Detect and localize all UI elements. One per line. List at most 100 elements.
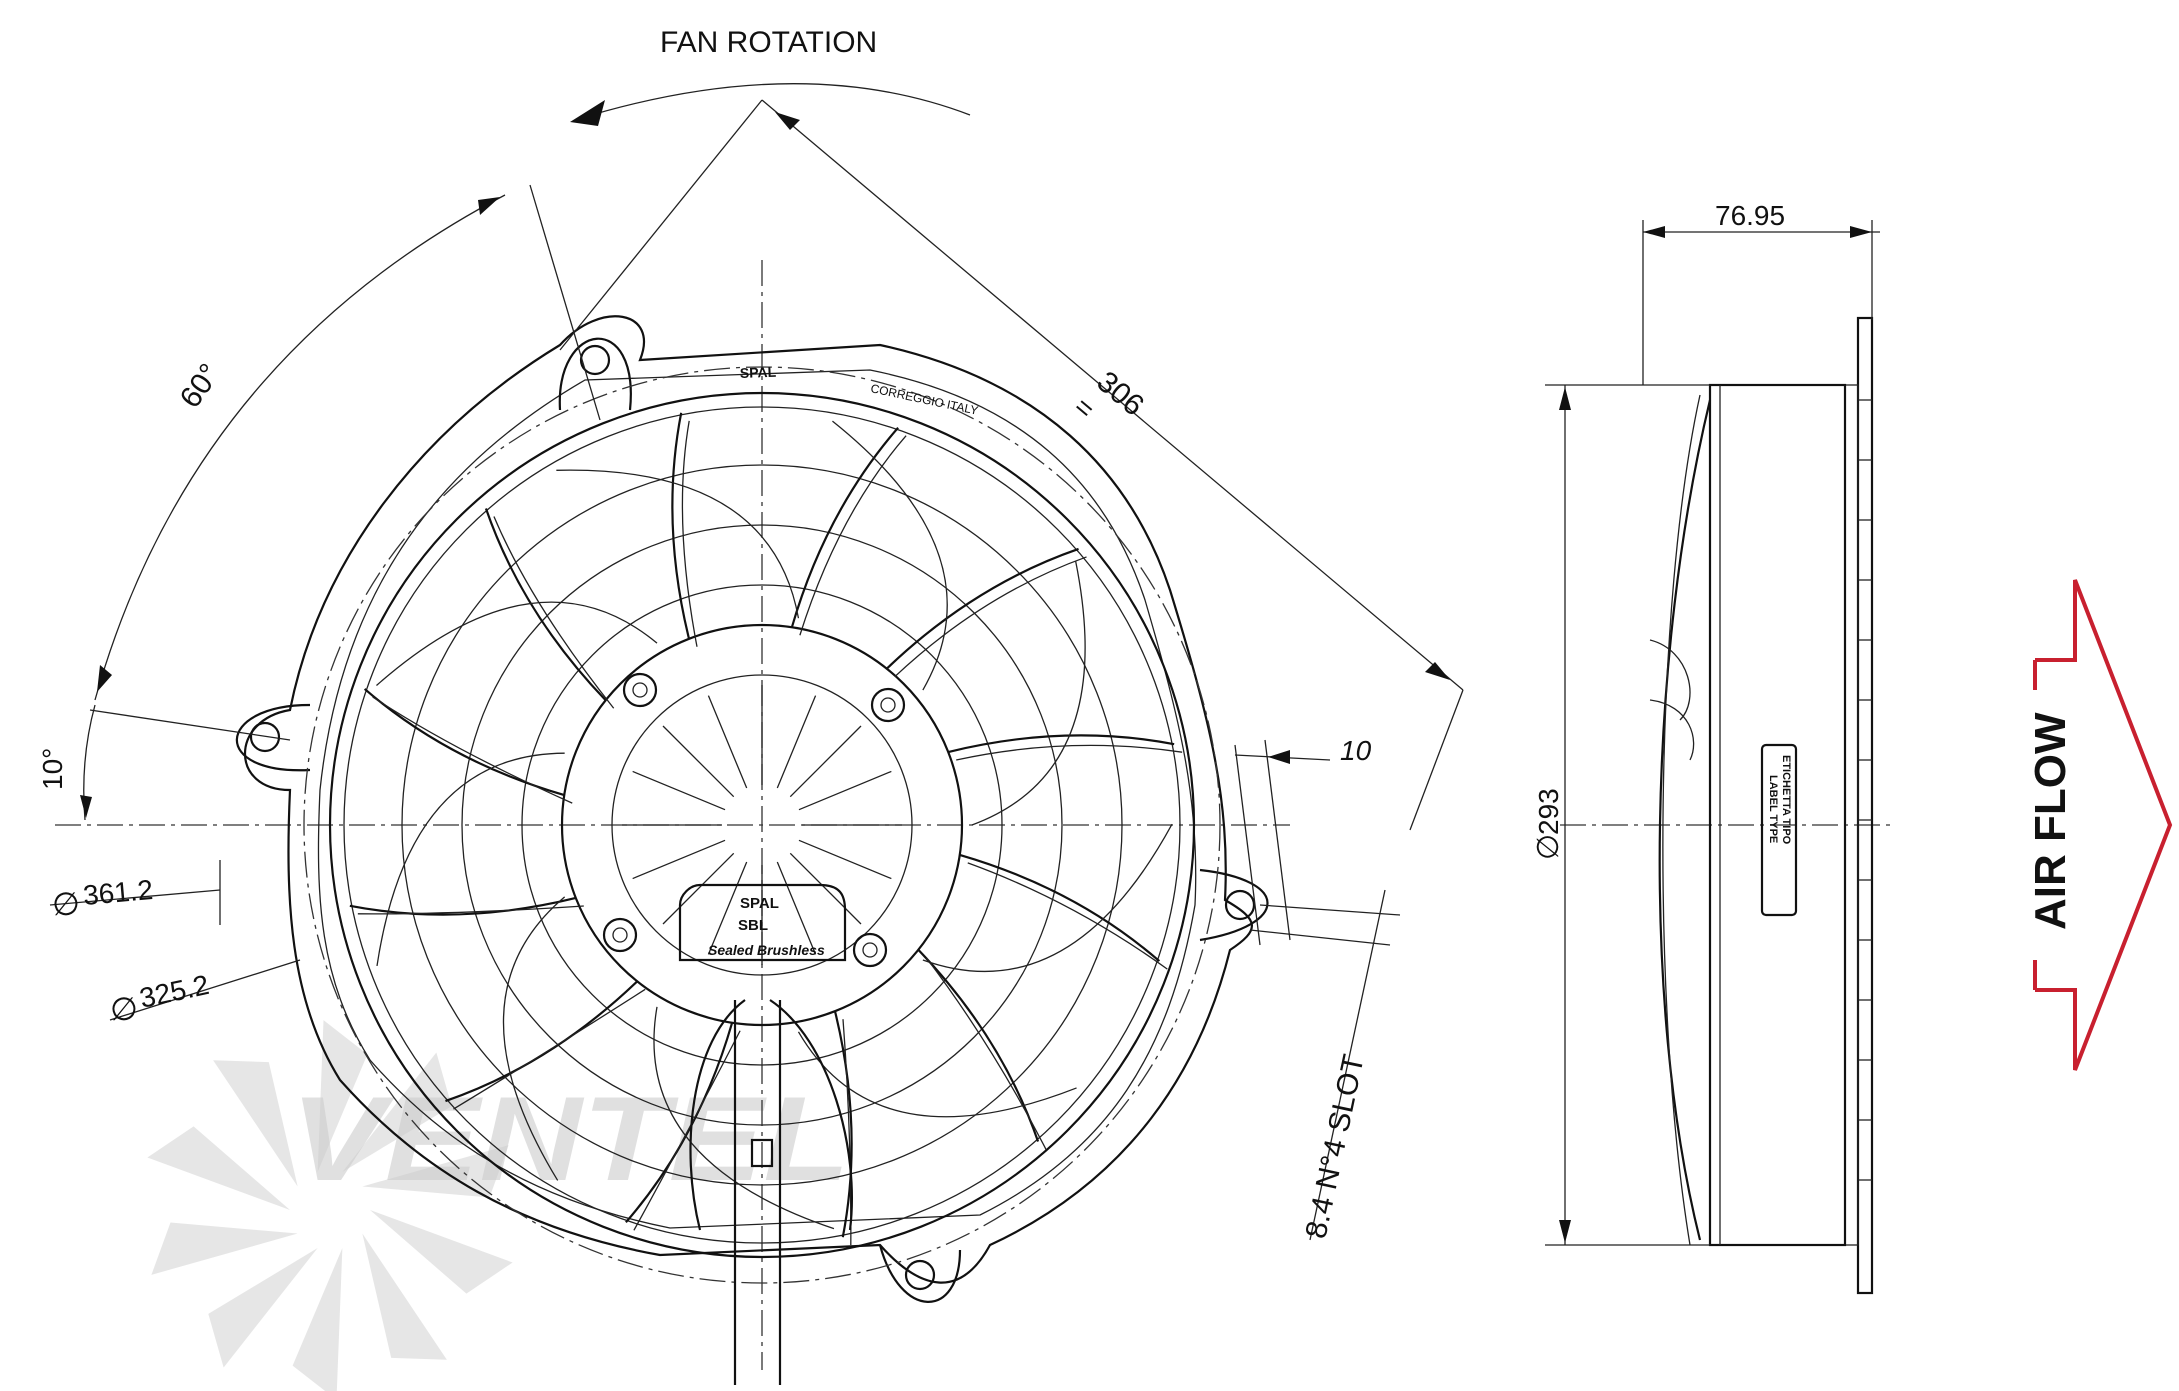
hub-rib: [662, 852, 735, 925]
grille-spoke-edge: [894, 556, 1087, 678]
label-type-en-text: LABEL TYPE: [1767, 775, 1779, 843]
grille-spoke-edge: [925, 957, 1047, 1150]
grille-spokes: [349, 412, 1183, 1246]
angle-10-label: 10°: [37, 748, 68, 790]
side-view: ETICHETTA TIPO LABEL TYPE: [1560, 316, 1890, 1295]
dim-7695-label: 76.95: [1715, 200, 1785, 231]
air-flow-label: AIR FLOW: [2026, 712, 2075, 930]
fan-blade: [832, 420, 948, 691]
watermark-blade: [362, 1233, 447, 1360]
watermark-blade: [213, 1060, 298, 1187]
slot-dimension: 8.4 N°4 SLOT: [1249, 889, 1401, 1242]
hub-rib: [707, 861, 748, 955]
watermark-blade: [292, 1248, 343, 1391]
dim-10-label: 10: [1340, 735, 1372, 766]
dim-306-label: 306: [1091, 365, 1151, 422]
mounting-lug-left: [235, 703, 311, 772]
watermark-blade: [370, 1210, 513, 1294]
watermark-blade: [151, 1222, 298, 1275]
label-type-it-text: ETICHETTA TIPO: [1780, 755, 1792, 845]
dimension-10: 10: [1234, 735, 1372, 946]
fan-blade: [971, 560, 1086, 826]
grille-spoke-edge: [799, 435, 907, 636]
hub-rib: [707, 695, 748, 789]
hub-rib: [776, 695, 817, 789]
dia-361-circle: [303, 366, 1221, 1284]
diameter-symbol-icon: ∅: [110, 991, 138, 1027]
fan-rotation-label: FAN ROTATION: [660, 26, 877, 59]
diameter-293-dimension: ∅ 293: [1532, 384, 1710, 1246]
ring-outer: [328, 391, 1196, 1259]
side-blade-profile: [1658, 399, 1712, 1241]
ring-mid-1: [401, 464, 1123, 1186]
watermark-blade: [342, 1052, 452, 1172]
dimension-7695: 76.95: [1642, 200, 1880, 385]
grille-spoke-edge: [967, 862, 1168, 970]
hub-brand-text: SPAL: [740, 895, 779, 912]
grille-spoke: [349, 896, 577, 916]
grille-spoke: [947, 734, 1175, 754]
fan-blade: [502, 896, 566, 1181]
dia-325-label: 325.2: [137, 969, 212, 1014]
fan-blade: [653, 1006, 835, 1230]
grille-spoke-edge: [956, 744, 1183, 761]
side-label-plate: [1760, 743, 1798, 917]
screw-icon: [602, 672, 906, 968]
hub-rib: [632, 770, 726, 811]
ring-mid-2: [461, 524, 1063, 1126]
shroud-inner-outline: [317, 369, 1197, 1229]
hub-rib: [776, 861, 817, 955]
cable-clip: [750, 1138, 774, 1168]
hub-rib: [662, 725, 735, 798]
hub-ring: [560, 623, 964, 1027]
hub-rib: [789, 852, 862, 925]
grille-spoke-edge: [453, 988, 646, 1110]
shroud-brand-text: SPAL: [740, 364, 777, 381]
mounting-lug-right: [1199, 868, 1269, 942]
grille-spoke: [484, 508, 607, 702]
hub-code-text: SBL: [738, 917, 768, 934]
ring-mid-3: [521, 584, 1003, 1066]
angle-60-label: 60°: [174, 358, 227, 414]
grille-spoke: [885, 547, 1079, 670]
hub-label-plate: [678, 883, 847, 962]
fan-blade: [556, 469, 800, 619]
diameter-symbol-icon: ∅: [52, 886, 80, 922]
dia-361-label: 361.2: [82, 874, 155, 911]
watermark-blade: [362, 1145, 509, 1198]
mounting-lug-top: [558, 337, 632, 411]
hub-inner-ring: [611, 674, 913, 976]
front-view: SPAL SBL Sealed Brushless SPAL CORREGGIO…: [55, 260, 1290, 1385]
hub-rib: [798, 839, 892, 880]
airflow-arrow-icon: [2033, 579, 2173, 1071]
side-flange: [1856, 316, 1874, 1295]
watermark-fan-icon: [147, 1020, 513, 1391]
grille-spoke: [445, 980, 639, 1103]
dia-293-label: 293: [1533, 788, 1564, 835]
rotation-indicator: FAN ROTATION: [570, 26, 971, 126]
dimension-306: 306 =: [559, 99, 1464, 831]
watermark-blade: [147, 1126, 290, 1210]
rotation-arrow-icon: [570, 100, 605, 126]
watermark-blade: [208, 1248, 318, 1368]
grille-spoke: [625, 1022, 734, 1224]
grille-spoke: [790, 426, 899, 628]
hub-rib: [632, 839, 726, 880]
grille-spoke: [833, 1010, 853, 1238]
watermark-blade: [317, 1020, 368, 1172]
fan-blade: [922, 823, 1173, 973]
side-flange-step: [1844, 384, 1859, 1246]
grille-spoke-edge: [633, 1030, 741, 1231]
hub-rib: [798, 770, 892, 811]
slot-label: 8.4 N°4 SLOT: [1300, 1052, 1371, 1242]
fan-blade: [376, 601, 658, 686]
cable-channel: [689, 999, 853, 1385]
grille-spoke-edge: [681, 420, 698, 647]
grille-spoke: [363, 688, 565, 797]
ring-outer-inner: [343, 406, 1181, 1244]
sealed-brushless-text: Sealed Brushless: [708, 942, 825, 958]
side-body: [1708, 383, 1847, 1247]
mounting-lug-bottom: [878, 1244, 962, 1303]
grille-spoke-edge: [372, 696, 573, 804]
